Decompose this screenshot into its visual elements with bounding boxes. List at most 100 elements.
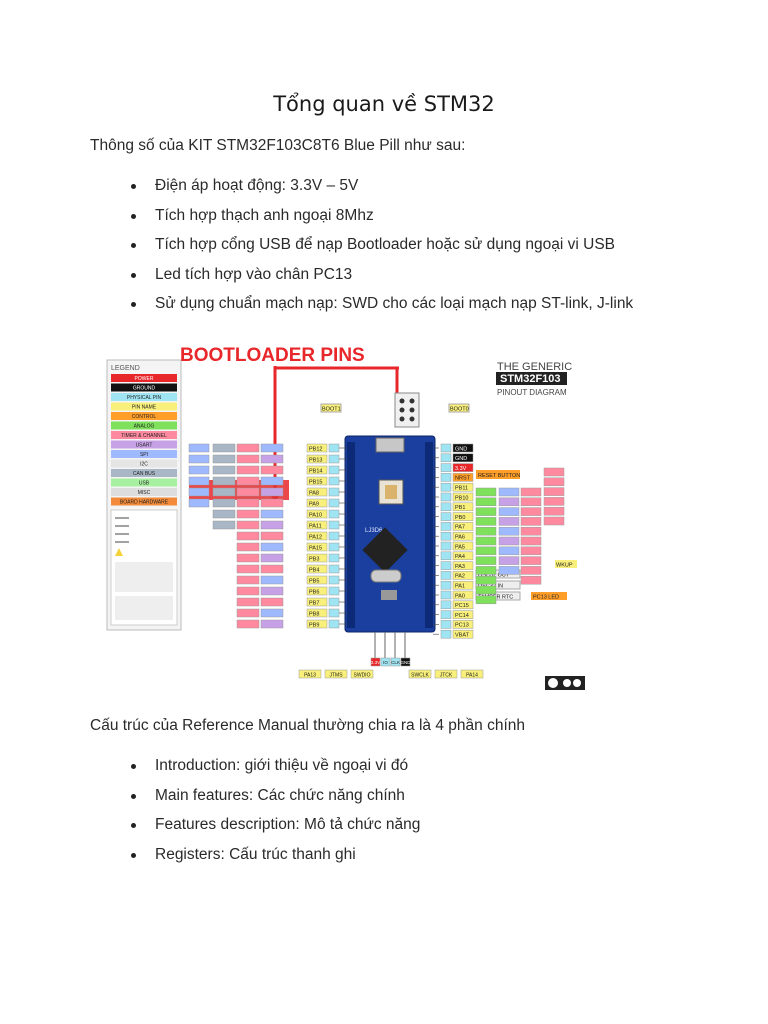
svg-text:PA3: PA3 xyxy=(455,564,465,570)
physical-pin xyxy=(328,542,340,552)
legend-label: SPI xyxy=(140,452,148,458)
svg-text:NRST: NRST xyxy=(455,476,471,482)
legend-label: ANALOG xyxy=(134,424,155,430)
swd-pin xyxy=(400,657,411,667)
svg-text:OSC32 OUT: OSC32 OUT xyxy=(478,573,510,579)
physical-pin xyxy=(328,443,340,453)
legend-label: PHYSICAL PIN xyxy=(127,395,162,401)
swd-label xyxy=(350,669,374,679)
svg-text:PB0: PB0 xyxy=(455,515,465,521)
legend-label: CAN BUS xyxy=(133,471,156,477)
crystal xyxy=(370,569,402,583)
heading-sub: PINOUT DIAGRAM xyxy=(497,388,567,397)
pin-name xyxy=(306,454,328,464)
svg-text:JTCK: JTCK xyxy=(440,672,453,678)
pin-name xyxy=(306,586,328,596)
structure-intro: Cấu trúc của Reference Manual thường chi… xyxy=(90,717,525,734)
boot-jumpers xyxy=(394,392,420,428)
svg-text:PB11: PB11 xyxy=(455,486,468,492)
physical-pin xyxy=(440,512,452,521)
legend-swatch xyxy=(111,469,177,477)
physical-pin xyxy=(328,575,340,585)
pin-name xyxy=(452,541,474,551)
svg-text:BOOT1: BOOT1 xyxy=(322,407,341,413)
pin-name xyxy=(306,575,328,585)
svg-text:PA7: PA7 xyxy=(455,525,465,531)
physical-pin xyxy=(328,465,340,475)
pin-name xyxy=(452,629,474,639)
legend-label: I2C xyxy=(140,462,148,468)
svg-text:PB15: PB15 xyxy=(309,479,322,485)
list-item: Introduction: giới thiệu về ngoại vi đó xyxy=(90,756,680,776)
svg-text:WKUP: WKUP xyxy=(556,563,573,569)
pin-name xyxy=(452,463,474,472)
pin-name xyxy=(306,542,328,552)
physical-pin xyxy=(328,476,340,486)
legend-swatch xyxy=(111,383,177,392)
physical-pin xyxy=(440,443,452,453)
physical-pin xyxy=(328,454,340,464)
svg-text:GND: GND xyxy=(455,456,467,462)
svg-text:PA11: PA11 xyxy=(309,523,322,529)
svg-text:PC14: PC14 xyxy=(455,613,469,619)
svg-text:PA4: PA4 xyxy=(455,554,465,560)
pin-name xyxy=(452,610,474,619)
pin-name xyxy=(306,531,328,541)
legend-label: POWER xyxy=(135,376,154,382)
svg-text:3.3V: 3.3V xyxy=(455,466,467,472)
pin-name xyxy=(452,551,474,561)
physical-pin xyxy=(440,620,452,629)
legend-swatch xyxy=(111,374,177,382)
pin-name xyxy=(306,443,328,453)
legend-notes xyxy=(110,509,178,626)
pin-name xyxy=(306,520,328,530)
physical-pin xyxy=(328,487,340,497)
pin-name xyxy=(306,553,328,563)
svg-text:PA9: PA9 xyxy=(309,501,319,507)
pin-name xyxy=(452,561,474,570)
svg-text:LJ3D6: LJ3D6 xyxy=(365,528,383,534)
structure-list: Introduction: giới thiệu về ngoại vi đó … xyxy=(90,756,680,874)
svg-text:PA14: PA14 xyxy=(466,672,478,678)
svg-text:PB10: PB10 xyxy=(455,495,468,501)
physical-pin xyxy=(440,541,452,551)
left-function-labels xyxy=(188,443,284,629)
swd-label xyxy=(298,669,322,679)
physical-pin xyxy=(328,608,340,618)
left-pin-column: PB12PB13PB14PB15PA8PA9PA10PA11PA12PA15PB… xyxy=(306,443,347,629)
pin-name xyxy=(306,597,328,607)
right-pin-column: GNDGND3.3VNRSTPB11PB10PB1PB0PA7PA6PA5PA4… xyxy=(433,443,474,639)
svg-text:PA1: PA1 xyxy=(455,584,465,590)
bootloader-banner: BOOTLOADER PINS xyxy=(180,345,365,366)
legend-label: BOARD HARDWARE xyxy=(120,500,169,506)
pin-name xyxy=(452,482,474,492)
pin-name xyxy=(452,453,474,463)
heading-small: THE GENERIC xyxy=(497,361,572,373)
legend-swatch xyxy=(111,393,177,401)
pin-name xyxy=(452,580,474,590)
swd-pin xyxy=(380,657,391,667)
pin-name xyxy=(306,465,328,475)
physical-pin xyxy=(440,463,452,472)
svg-text:PB14: PB14 xyxy=(309,468,322,474)
pin-name xyxy=(452,443,474,453)
svg-text:RESET BUTTON: RESET BUTTON xyxy=(478,473,520,479)
svg-text:PA13: PA13 xyxy=(304,672,316,678)
svg-text:PA15: PA15 xyxy=(309,545,322,551)
legend-swatch xyxy=(111,488,177,496)
physical-pin xyxy=(440,531,452,541)
physical-pin xyxy=(440,522,452,531)
page-title: Tổng quan về STM32 xyxy=(273,92,495,116)
list-item: Tích hợp cổng USB để nạp Bootloader hoặc… xyxy=(90,235,680,255)
svg-text:GND: GND xyxy=(455,446,467,452)
svg-text:PA8: PA8 xyxy=(309,490,319,496)
legend-label: PIN NAME xyxy=(132,405,157,411)
pin-name xyxy=(452,531,474,541)
svg-text:PC13 LED: PC13 LED xyxy=(533,595,559,601)
svg-text:PB3: PB3 xyxy=(309,556,319,562)
heading-box xyxy=(496,372,567,385)
svg-text:BOOT0: BOOT0 xyxy=(450,407,469,413)
physical-pin xyxy=(328,619,340,629)
